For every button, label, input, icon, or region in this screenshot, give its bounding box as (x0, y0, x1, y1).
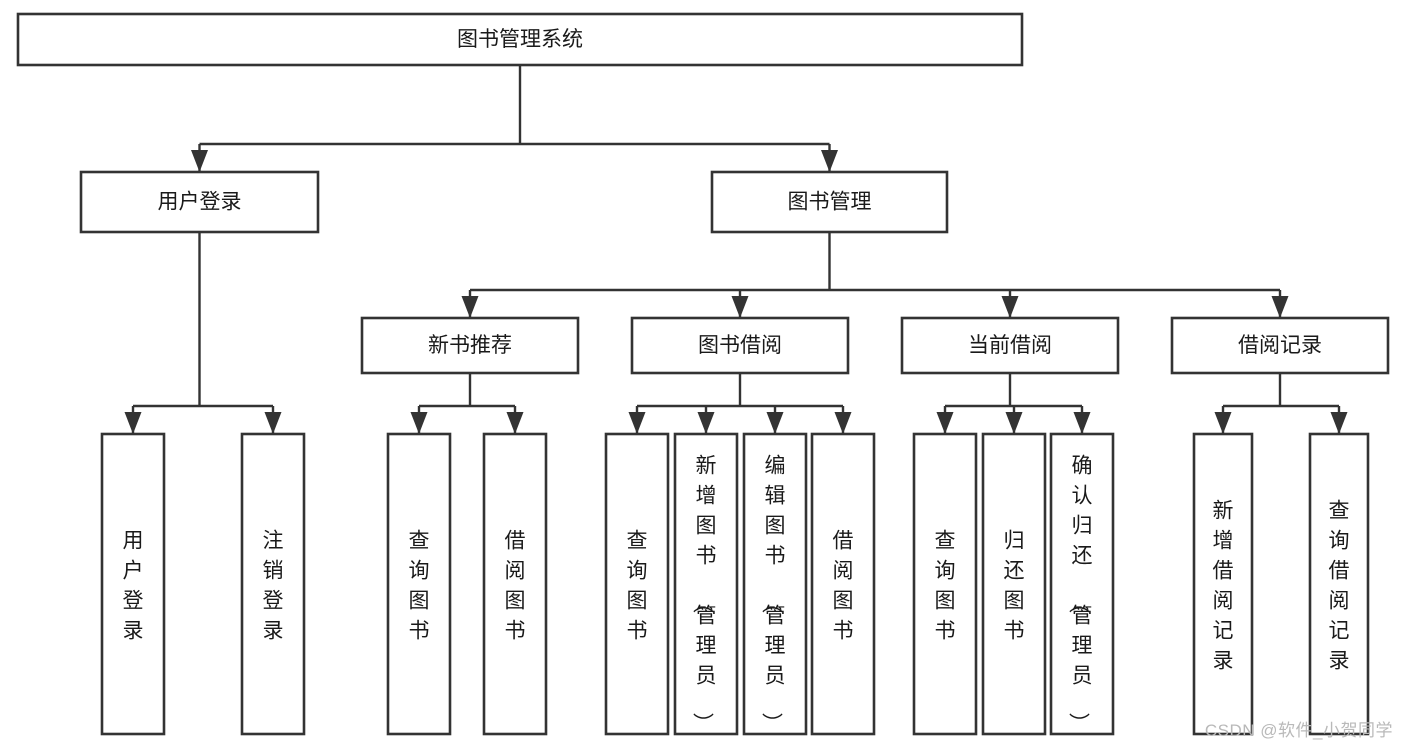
arrow-head-icon (410, 412, 428, 434)
node-label-leaf-logout: 注销登录 (263, 529, 284, 642)
node-label-leaf-edit-book: 编辑图书（管理员） (760, 454, 786, 733)
node-leaf-query-book-borrow[interactable]: 查询图书 (604, 432, 670, 736)
arrow-head-icon (124, 412, 142, 434)
node-leaf-query-book-current[interactable]: 查询图书 (912, 432, 978, 736)
arrow-head-icon (1001, 296, 1019, 318)
node-box-book-management (710, 170, 949, 234)
node-label-book-management: 图书管理 (788, 191, 872, 214)
arrow-head-icon (697, 412, 715, 434)
node-label-borrow-record: 借阅记录 (1238, 334, 1322, 357)
arrow-head-icon (821, 150, 838, 172)
node-leaf-borrow-book-recommend[interactable]: 借阅图书 (482, 432, 548, 736)
node-user-login[interactable]: 用户登录 (79, 170, 320, 234)
node-label-leaf-borrow-book: 借阅图书 (833, 529, 854, 642)
node-box-leaf-add-book (673, 432, 739, 736)
node-box-new-book-recommend (360, 316, 580, 375)
node-leaf-add-borrow-record[interactable]: 新增借阅记录 (1192, 432, 1254, 736)
watermark-text: CSDN @软件_小贺同学 (1204, 721, 1393, 740)
node-label-leaf-borrow-book-recommend: 借阅图书 (505, 529, 526, 642)
node-box-leaf-add-borrow-record (1192, 432, 1254, 736)
arrow-head-icon (506, 412, 524, 434)
node-label-root: 图书管理系统 (457, 28, 583, 51)
node-box-root (16, 12, 1024, 67)
node-new-book-recommend[interactable]: 新书推荐 (360, 316, 580, 375)
node-leaf-logout[interactable]: 注销登录 (240, 432, 306, 736)
arrow-head-icon (731, 296, 749, 318)
node-box-book-borrow (630, 316, 850, 375)
node-label-leaf-query-book-borrow: 查询图书 (627, 529, 648, 642)
node-leaf-confirm-return[interactable]: 确认归还（管理员） (1049, 432, 1115, 736)
arrow-head-icon (936, 412, 954, 434)
node-label-user-login: 用户登录 (158, 191, 242, 214)
node-leaf-borrow-book[interactable]: 借阅图书 (810, 432, 876, 736)
node-leaf-user-login[interactable]: 用户登录 (100, 432, 166, 736)
arrow-head-icon (1271, 296, 1289, 318)
node-box-leaf-borrow-book-recommend (482, 432, 548, 736)
node-box-leaf-borrow-book (810, 432, 876, 736)
node-label-leaf-return-book: 归还图书 (1004, 529, 1025, 642)
node-leaf-query-borrow-record[interactable]: 查询借阅记录 (1308, 432, 1370, 736)
arrow-head-icon (1214, 412, 1232, 434)
node-label-current-borrow: 当前借阅 (968, 334, 1052, 357)
arrow-head-icon (264, 412, 282, 434)
arrow-head-icon (766, 412, 784, 434)
node-box-user-login (79, 170, 320, 234)
arrow-head-icon (191, 150, 208, 172)
node-box-leaf-return-book (981, 432, 1047, 736)
arrow-head-icon (1005, 412, 1023, 434)
node-borrow-record[interactable]: 借阅记录 (1170, 316, 1390, 375)
node-label-book-borrow: 图书借阅 (698, 334, 782, 357)
arrow-head-icon (834, 412, 852, 434)
node-label-leaf-user-login: 用户登录 (123, 529, 144, 642)
arrow-head-icon (461, 296, 479, 318)
node-book-borrow[interactable]: 图书借阅 (630, 316, 850, 375)
node-current-borrow[interactable]: 当前借阅 (900, 316, 1120, 375)
node-box-leaf-query-book-current (912, 432, 978, 736)
node-box-leaf-query-book-borrow (604, 432, 670, 736)
node-book-management[interactable]: 图书管理 (710, 170, 949, 234)
node-label-leaf-query-book-recommend: 查询图书 (409, 529, 430, 642)
node-label-leaf-query-book-current: 查询图书 (935, 529, 956, 642)
node-box-leaf-confirm-return (1049, 432, 1115, 736)
node-leaf-query-book-recommend[interactable]: 查询图书 (386, 432, 452, 736)
arrow-head-icon (1330, 412, 1348, 434)
node-box-leaf-query-book-recommend (386, 432, 452, 736)
node-box-leaf-logout (240, 432, 306, 736)
arrow-head-icon (1073, 412, 1091, 434)
node-label-new-book-recommend: 新书推荐 (428, 334, 512, 357)
node-leaf-edit-book[interactable]: 编辑图书（管理员） (742, 432, 808, 736)
node-box-leaf-query-borrow-record (1308, 432, 1370, 736)
node-root[interactable]: 图书管理系统 (16, 12, 1024, 67)
node-label-leaf-add-borrow-record: 新增借阅记录 (1213, 499, 1234, 672)
node-box-leaf-user-login (100, 432, 166, 736)
node-label-leaf-confirm-return: 确认归还（管理员） (1067, 454, 1093, 733)
node-box-current-borrow (900, 316, 1120, 375)
node-box-borrow-record (1170, 316, 1390, 375)
node-leaf-add-book[interactable]: 新增图书（管理员） (673, 432, 739, 736)
arrow-head-icon (628, 412, 646, 434)
node-box-leaf-edit-book (742, 432, 808, 736)
node-leaf-return-book[interactable]: 归还图书 (981, 432, 1047, 736)
node-label-leaf-query-borrow-record: 查询借阅记录 (1329, 499, 1350, 672)
node-label-leaf-add-book: 新增图书（管理员） (691, 454, 717, 733)
